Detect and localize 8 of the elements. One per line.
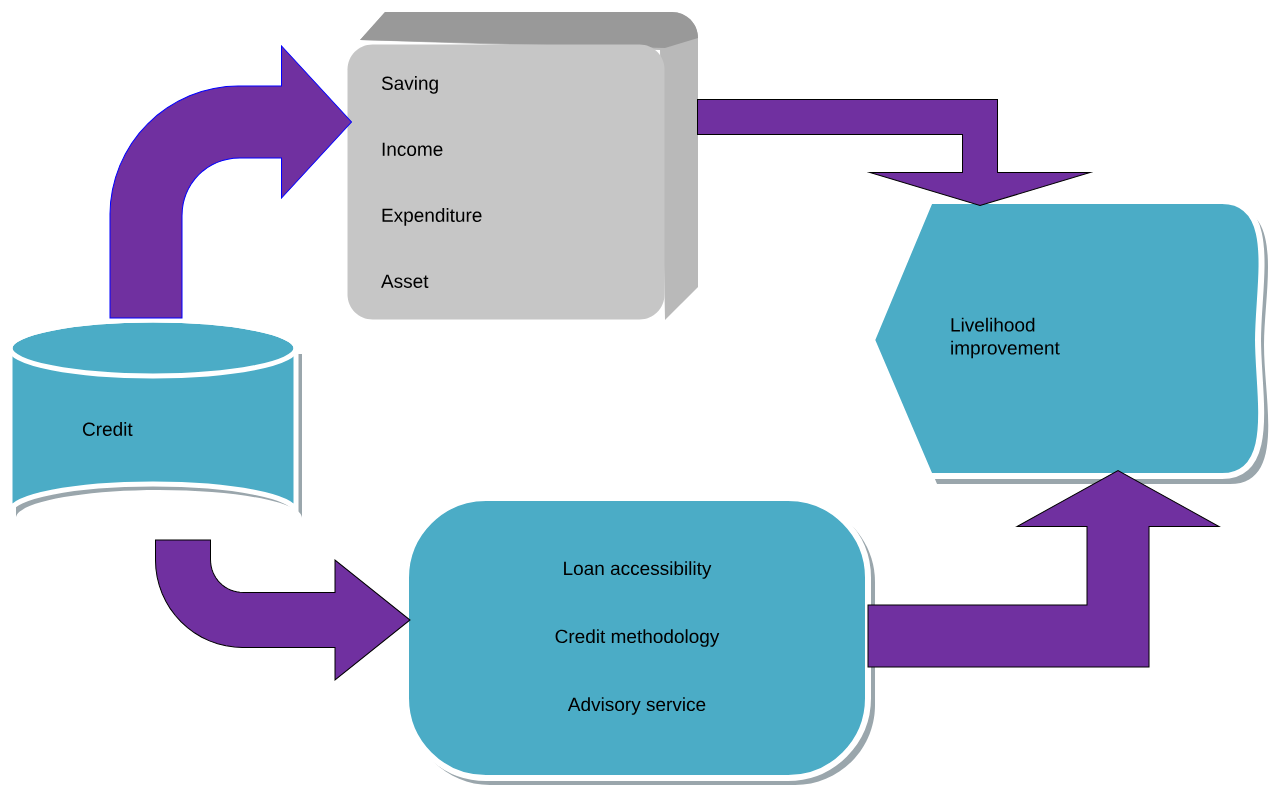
hexagon: Livelihood improvement (869, 198, 1269, 484)
beveled-box: Saving Income Expenditure Asset (347, 12, 698, 320)
rounded-box: Loan accessibility Credit methodology Advisory service (403, 495, 875, 785)
block-arrow (155, 539, 411, 681)
cylinder: Credit (7, 317, 302, 518)
block-arrow (109, 45, 352, 319)
block-arrow (867, 470, 1220, 668)
block-arrow (697, 99, 1091, 206)
